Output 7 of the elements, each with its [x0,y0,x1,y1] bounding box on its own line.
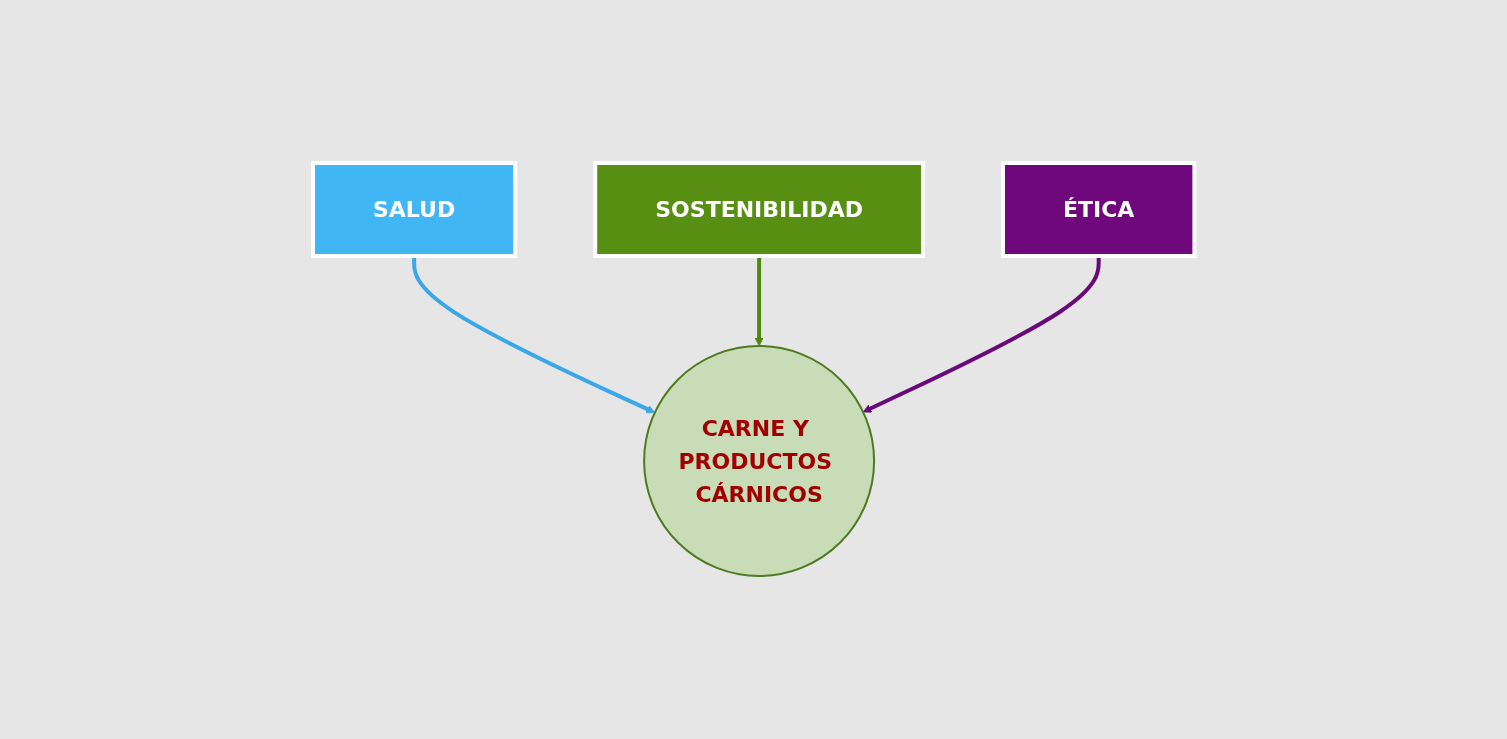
arrow [862,256,1101,413]
node-box: SALUD [310,161,518,258]
node-box: SOSTENIBILIDAD [593,161,925,258]
arrow [754,256,764,347]
node-circle: CARNE Y PRODUCTOS CÁRNICOS [642,345,875,577]
node-box: ÉTICA [1000,161,1197,258]
arrow [411,256,655,414]
